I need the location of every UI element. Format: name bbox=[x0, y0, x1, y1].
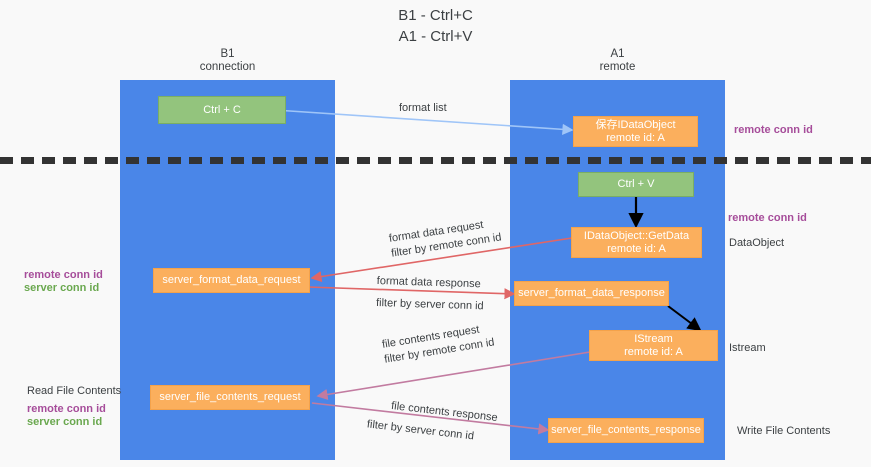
edge-label-file-contents-response: file contents response filter by server … bbox=[366, 399, 498, 447]
lane-header-b1-name: B1 bbox=[220, 48, 235, 60]
annotation-write-file-contents: Write File Contents bbox=[737, 425, 831, 437]
box-server-file-contents-request[interactable]: server_file_contents_request bbox=[150, 385, 310, 410]
title-line-2: A1 - Ctrl+V bbox=[398, 28, 473, 45]
edge-label-format-data-response-text: format data response bbox=[376, 274, 481, 291]
edge-label-format-data-request: format data request filter by remote con… bbox=[388, 216, 502, 262]
filter-key-server-conn-id-2: server conn id bbox=[404, 422, 475, 443]
box-server-format-data-response[interactable]: server_format_data_response bbox=[514, 281, 669, 306]
box-server-file-contents-response[interactable]: server_file_contents_response bbox=[548, 418, 704, 443]
box-ctrl-c-label: Ctrl + C bbox=[203, 103, 241, 116]
annotation-read-file-contents: Read File Contents bbox=[27, 385, 122, 397]
title-line-1: B1 - Ctrl+C bbox=[398, 7, 473, 24]
lane-header-a1-name: A1 bbox=[610, 48, 625, 60]
annotation-remote-conn-id-mid: remote conn id bbox=[728, 212, 807, 224]
lane-header-b1: B1 connection bbox=[120, 48, 335, 74]
annotation-left-server-conn-id-2: server conn id bbox=[27, 416, 103, 428]
box-save-idataobject-line2: remote id: A bbox=[606, 131, 665, 144]
box-save-idataobject-line1: 保存IDataObject bbox=[595, 118, 676, 131]
filter-prefix: filter by bbox=[366, 418, 406, 435]
edge-label-file-contents-request: file contents request filter by remote c… bbox=[381, 321, 496, 368]
box-getdata-line2: remote id: A bbox=[607, 242, 666, 255]
lane-header-b1-sub: connection bbox=[199, 61, 256, 73]
phase-divider bbox=[0, 157, 871, 164]
box-server-format-data-response-label: server_format_data_response bbox=[518, 287, 665, 299]
box-save-idataobject[interactable]: 保存IDataObject remote id: A bbox=[573, 116, 698, 147]
lane-header-a1: A1 remote bbox=[510, 48, 725, 74]
lane-header-a1-sub: remote bbox=[599, 61, 636, 73]
edge-label-format-data-response: format data response filter by server co… bbox=[376, 274, 485, 314]
box-istream-line1: IStream bbox=[634, 332, 673, 345]
box-server-format-data-request-label: server_format_data_request bbox=[162, 274, 301, 286]
filter-prefix: filter by bbox=[375, 296, 415, 311]
edge-label-format-list: format list bbox=[399, 102, 447, 114]
annotation-dataobject: DataObject bbox=[729, 237, 785, 249]
box-idataobject-getdata[interactable]: IDataObject::GetData remote id: A bbox=[571, 227, 702, 258]
page-title: B1 - Ctrl+C A1 - Ctrl+V bbox=[0, 5, 871, 47]
box-istream-line2: remote id: A bbox=[624, 345, 683, 358]
edge-label-format-data-response-filter: filter by server conn id bbox=[376, 296, 484, 314]
box-server-file-contents-response-label: server_file_contents_response bbox=[551, 424, 701, 436]
box-server-file-contents-request-label: server_file_contents_request bbox=[159, 391, 301, 403]
box-ctrl-v-label: Ctrl + V bbox=[617, 178, 655, 190]
annotation-left-server-conn-id: server conn id bbox=[24, 282, 100, 294]
box-ctrl-c[interactable]: Ctrl + C bbox=[158, 96, 286, 124]
annotation-remote-conn-id-top: remote conn id bbox=[734, 124, 813, 136]
box-server-format-data-request[interactable]: server_format_data_request bbox=[153, 268, 310, 293]
filter-key-server-conn-id: server conn id bbox=[414, 298, 484, 313]
annotation-left-remote-conn-id: remote conn id bbox=[24, 269, 103, 281]
box-getdata-line1: IDataObject::GetData bbox=[583, 229, 690, 242]
box-ctrl-v[interactable]: Ctrl + V bbox=[578, 172, 694, 197]
box-istream[interactable]: IStream remote id: A bbox=[589, 330, 718, 361]
annotation-istream: Istream bbox=[729, 342, 766, 354]
annotation-left-remote-conn-id-2: remote conn id bbox=[27, 403, 106, 415]
